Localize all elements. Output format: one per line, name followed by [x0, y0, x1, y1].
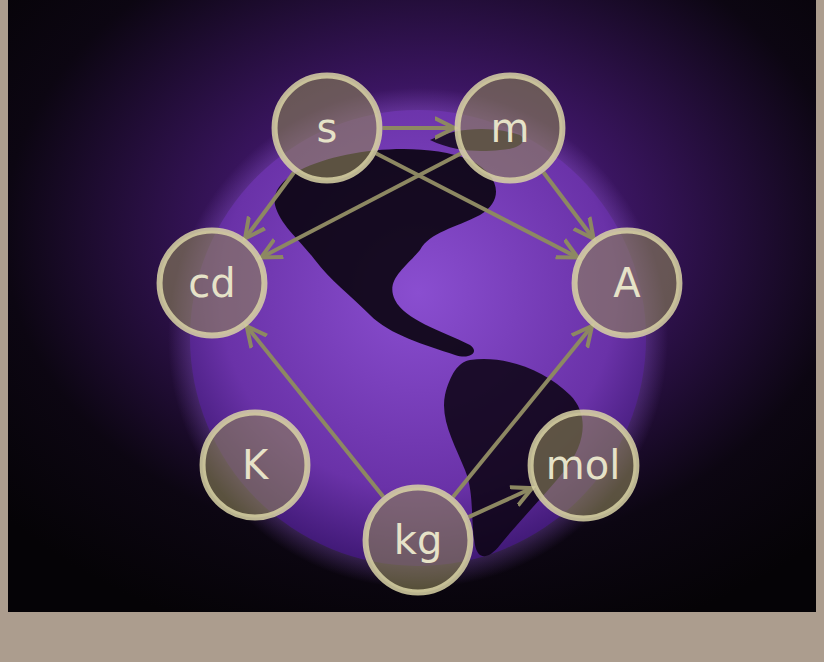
dependency-arrow — [468, 488, 532, 517]
dependency-arrow — [382, 126, 454, 130]
unit-symbol: m — [491, 108, 530, 148]
unit-symbol: kg — [394, 520, 443, 560]
unit-circle: s — [270, 71, 384, 185]
dependency-arrow — [245, 173, 294, 239]
unit-symbol: cd — [188, 263, 235, 303]
unit-circle: mol — [526, 408, 641, 523]
unit-circle: kg — [361, 483, 475, 597]
unit-symbol: A — [613, 263, 640, 303]
unit-circle: m — [453, 71, 567, 185]
unit-circle: A — [570, 226, 684, 340]
unit-symbol: K — [242, 445, 268, 485]
unit-circle: cd — [155, 226, 269, 340]
north-america — [275, 149, 496, 356]
dependency-arrow — [543, 172, 593, 239]
space-background — [8, 0, 816, 612]
unit-circle: K — [198, 408, 312, 522]
unit-symbol: s — [317, 108, 338, 148]
unit-symbol: mol — [546, 445, 621, 485]
